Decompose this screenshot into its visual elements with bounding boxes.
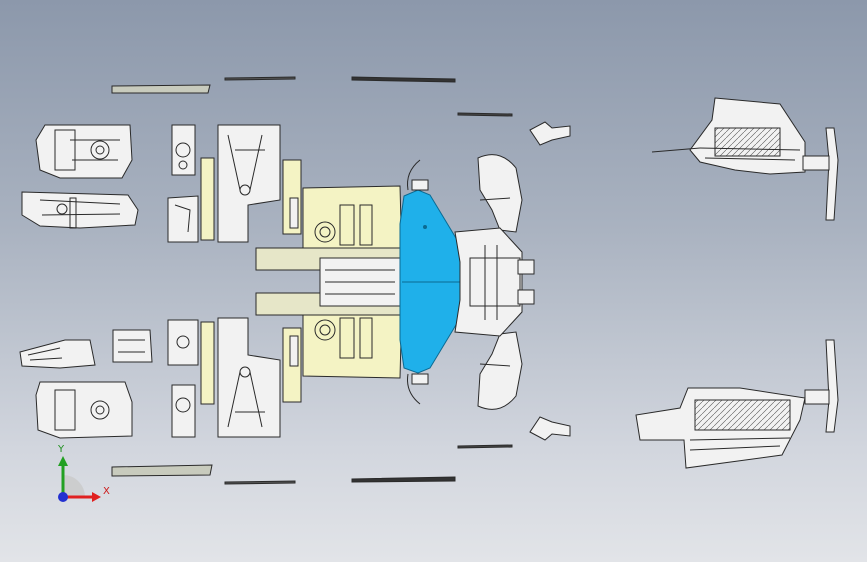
top-thin-bar-3[interactable] xyxy=(457,112,513,117)
part-bracket-upper[interactable] xyxy=(477,154,523,233)
top-sliver-parts[interactable] xyxy=(111,76,513,117)
part-center-hub[interactable] xyxy=(454,227,523,337)
part-left-lower-block[interactable] xyxy=(35,381,133,439)
right-upper-assembly[interactable] xyxy=(651,97,839,221)
bottom-thin-bar-1[interactable] xyxy=(224,480,296,485)
part-left-upper-block[interactable] xyxy=(35,124,133,179)
top-left-bar[interactable] xyxy=(111,84,211,94)
part-left-small-block-top[interactable] xyxy=(171,124,196,176)
part-left-lower-strip[interactable] xyxy=(19,339,96,369)
inner-left-stands[interactable] xyxy=(200,124,302,438)
bottom-sliver-parts[interactable] xyxy=(111,444,513,485)
left-lower-group[interactable] xyxy=(19,319,199,439)
part-clip-upper[interactable] xyxy=(529,121,571,146)
part-stand-upper-yellow-a[interactable] xyxy=(200,157,215,241)
bottom-left-bar[interactable] xyxy=(111,464,213,477)
part-stand-lower-yellow-a[interactable] xyxy=(200,321,215,405)
triad-x-label: X xyxy=(103,486,110,497)
central-assembly[interactable] xyxy=(255,185,403,379)
part-left-small-block-bottom[interactable] xyxy=(171,384,196,438)
part-stand-lower[interactable] xyxy=(217,317,281,438)
top-thin-bar-2[interactable] xyxy=(351,76,456,83)
bottom-thin-bar-2[interactable] xyxy=(351,476,456,483)
part-left-small-block-mid[interactable] xyxy=(167,195,199,243)
part-bracket-lower[interactable] xyxy=(477,331,523,410)
part-clip-lower[interactable] xyxy=(529,416,571,441)
right-lower-assembly[interactable] xyxy=(635,339,839,469)
left-upper-group[interactable] xyxy=(21,124,199,243)
part-stand-upper[interactable] xyxy=(217,124,281,243)
part-left-upper-strip[interactable] xyxy=(21,191,139,229)
right-center-brackets[interactable] xyxy=(454,154,535,410)
selected-blue-part[interactable] xyxy=(399,159,469,405)
part-right-lower-arm[interactable] xyxy=(825,339,839,433)
triad-y-label: Y xyxy=(58,444,65,455)
top-thin-bar-1[interactable] xyxy=(224,76,296,81)
part-left-small-square[interactable] xyxy=(112,329,153,363)
bottom-thin-bar-3[interactable] xyxy=(457,444,513,449)
small-clips[interactable] xyxy=(529,121,571,441)
part-left-small-block-low[interactable] xyxy=(167,319,199,366)
triad-icon xyxy=(58,456,101,502)
part-right-upper-arm[interactable] xyxy=(825,127,839,221)
